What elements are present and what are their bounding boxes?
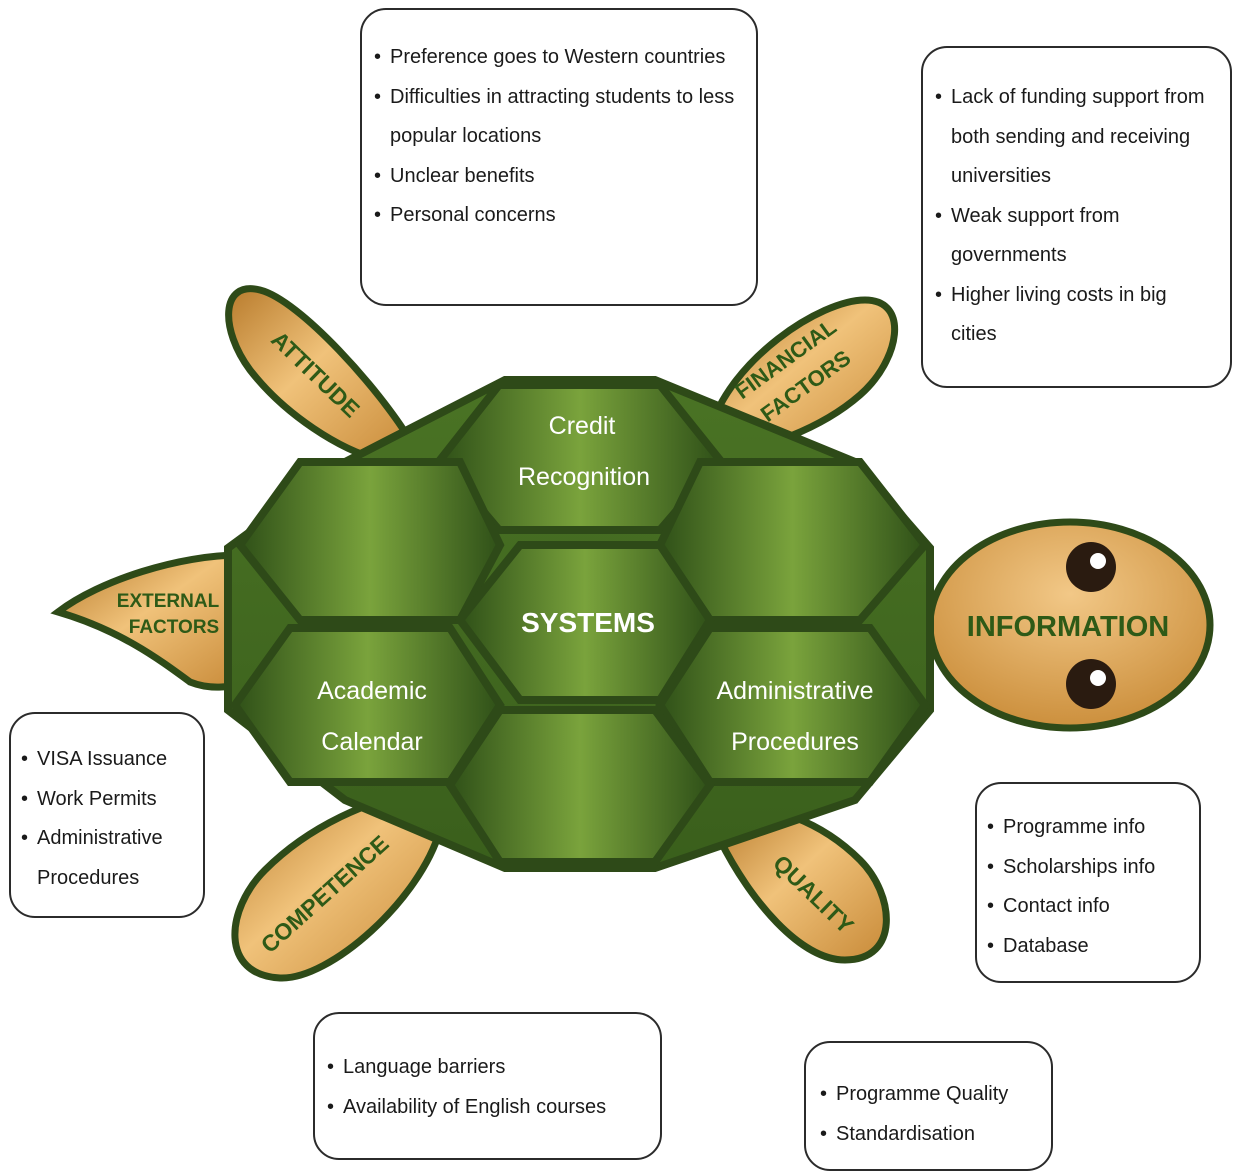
callout-financial: Lack of funding support from both sendin… — [921, 46, 1232, 388]
tail-label-line1: EXTERNAL — [117, 591, 220, 612]
callout-information: Programme info Scholarships info Contact… — [975, 782, 1201, 983]
shell-label-academic-line2: Calendar — [321, 728, 422, 756]
list-item: Higher living costs in big cities — [935, 276, 1214, 355]
list-item: Database — [987, 927, 1191, 967]
list-item: VISA Issuance — [21, 740, 195, 780]
leg-back-left: COMPETENCE — [231, 786, 444, 982]
shell-label-credit-line1: Credit — [549, 412, 616, 440]
shell-label-admin-line1: Administrative — [717, 677, 874, 705]
head-label: INFORMATION — [967, 611, 1169, 643]
callout-external: VISA Issuance Work Permits Administrativ… — [9, 712, 205, 918]
right-eye-icon — [1066, 659, 1116, 709]
tail: EXTERNAL FACTORS — [50, 551, 249, 691]
list-item: Lack of funding support from both sendin… — [935, 78, 1214, 197]
list-item: Programme Quality — [820, 1075, 1041, 1115]
turtle-head: INFORMATION — [926, 518, 1214, 732]
callout-attitude: Preference goes to Western countries Dif… — [360, 8, 758, 306]
turtle-shell: Credit Recognition SYSTEMS Academic Cale… — [224, 376, 934, 872]
shell-label-systems: SYSTEMS — [521, 607, 655, 638]
shell-label-academic-line1: Academic — [317, 677, 427, 705]
list-item: Administrative Procedures — [21, 819, 195, 898]
callout-competence: Language barriers Availability of Englis… — [313, 1012, 662, 1160]
list-item: Work Permits — [21, 780, 195, 820]
list-item: Programme info — [987, 808, 1191, 848]
list-item: Personal concerns — [374, 196, 740, 236]
list-item: Unclear benefits — [374, 157, 740, 197]
list-item: Difficulties in attracting students to l… — [374, 78, 740, 157]
list-item: Standardisation — [820, 1115, 1041, 1155]
list-item: Availability of English courses — [327, 1088, 650, 1128]
list-item: Contact info — [987, 887, 1191, 927]
list-item: Language barriers — [327, 1048, 650, 1088]
list-item: Preference goes to Western countries — [374, 38, 740, 78]
leg-front-left: ATTITUDE — [225, 285, 415, 464]
shell-label-credit-line2: Recognition — [518, 463, 650, 491]
left-eye-icon — [1066, 542, 1116, 592]
leg-front-right: FINANCIAL FACTORS — [706, 296, 899, 459]
list-item: Weak support from governments — [935, 197, 1214, 276]
callout-quality: Programme Quality Standardisation — [804, 1041, 1053, 1171]
leg-back-right: QUALITY — [716, 801, 890, 964]
tail-label-line2: FACTORS — [129, 617, 219, 638]
shell-label-admin-line2: Procedures — [731, 728, 859, 756]
list-item: Scholarships info — [987, 848, 1191, 888]
